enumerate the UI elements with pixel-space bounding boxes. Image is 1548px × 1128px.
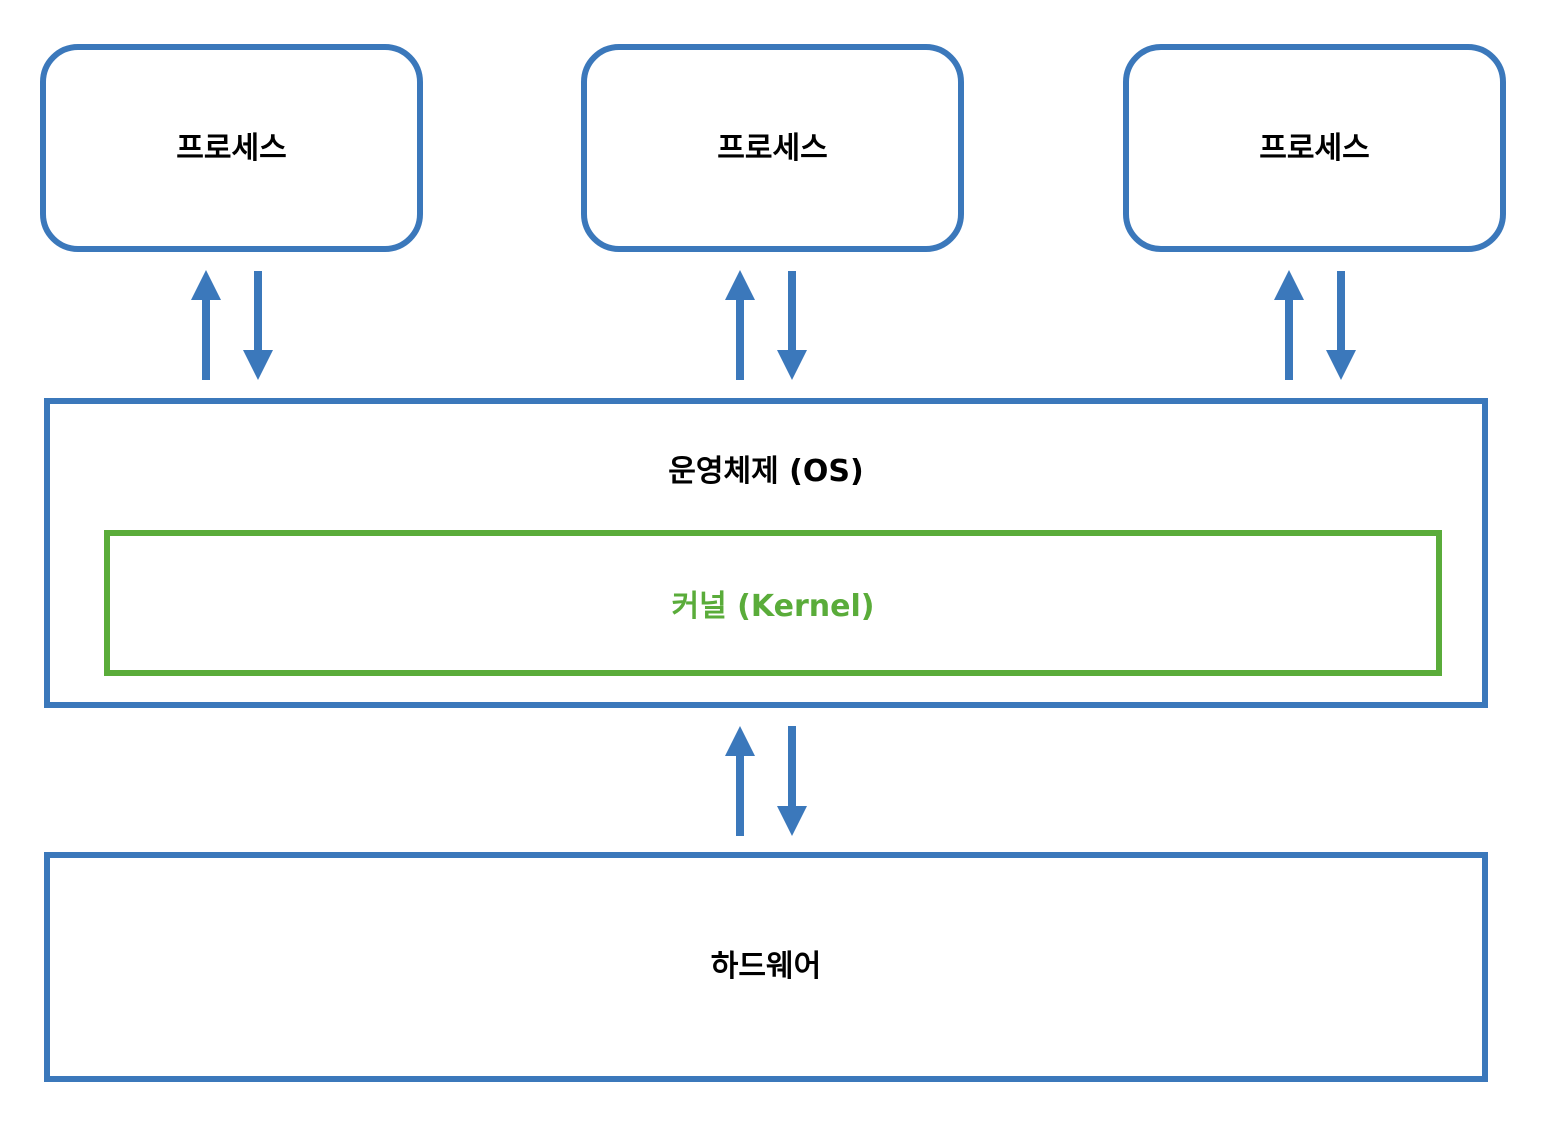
hardware-label: 하드웨어 [710,949,822,984]
process-label-2: 프로세스 [717,131,828,166]
process-label-3: 프로세스 [1259,131,1370,166]
process-box-2: 프로세스 [581,44,964,252]
arrow-up-icon [191,270,221,380]
process-box-3: 프로세스 [1123,44,1506,252]
os-label: 운영체제 (OS) [668,454,864,489]
kernel-label: 커널 (Kernel) [671,589,875,624]
os-box: 운영체제 (OS) [44,398,1488,708]
kernel-box: 커널 (Kernel) [104,530,1442,676]
arrow-up-icon [725,270,755,380]
arrow-down-icon [1326,271,1356,380]
process-box-1: 프로세스 [40,44,423,252]
arrow-down-icon [777,271,807,380]
arrow-down-icon [777,726,807,836]
arrow-up-icon [1274,270,1304,380]
arrow-up-icon [725,726,755,836]
arrow-down-icon [243,271,273,380]
hardware-box: 하드웨어 [44,852,1488,1082]
process-label-1: 프로세스 [176,131,287,166]
